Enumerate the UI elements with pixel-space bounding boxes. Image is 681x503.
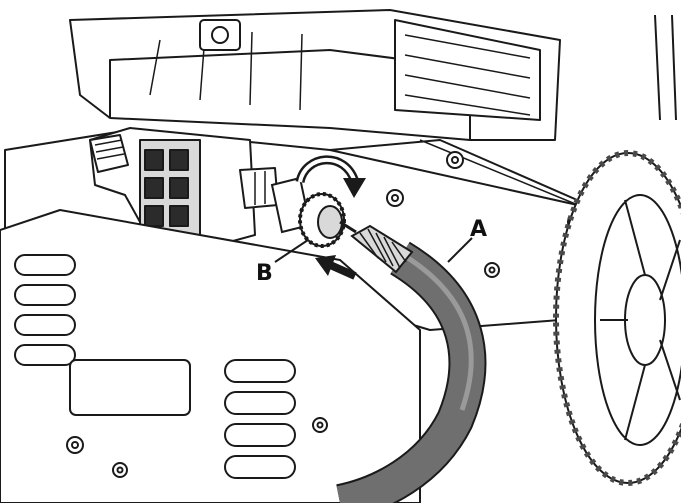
lower-housing [0, 209, 421, 503]
hose-fitting [350, 224, 414, 274]
curved-arrow-icon [295, 155, 366, 198]
handle-frame [654, 14, 677, 121]
callout-a: A [447, 217, 487, 263]
high-pressure-hose [335, 241, 487, 503]
straight-arrow-icon [315, 255, 357, 280]
callout-b-label: B [256, 261, 273, 286]
callout-a-label: A [470, 217, 487, 242]
vent-slots-left [14, 254, 76, 366]
engine-housing [69, 9, 561, 141]
callout-b: B [256, 239, 309, 286]
vent-slots-right [224, 359, 296, 479]
coupling-nut [270, 176, 357, 248]
wheel [553, 150, 681, 486]
